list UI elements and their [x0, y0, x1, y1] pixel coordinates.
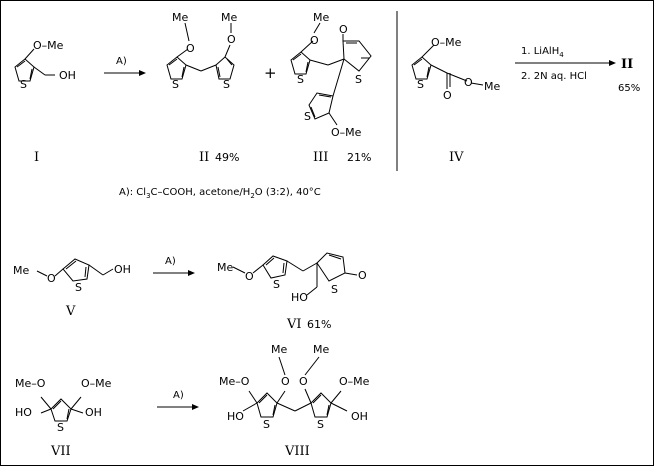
reaction-2-step-1: 1. LiAlH4 — [521, 46, 564, 59]
reaction-2-yield: 65% — [618, 83, 640, 94]
compound-VI-sulfur-1: S — [273, 278, 280, 291]
compound-II-methyl-2: Me — [221, 11, 237, 24]
compound-I-methoxy: O–Me — [33, 39, 64, 52]
compound-IV-methoxy: O–Me — [431, 36, 462, 49]
arrow-3-label: A) — [165, 256, 176, 267]
reaction-2-step-2: 2. 2N aq. HCl — [521, 71, 587, 82]
compound-V-oxygen: O — [47, 272, 56, 285]
compound-VIII-sulfur-2: S — [317, 418, 324, 431]
compound-VIII-sulfur-1: S — [263, 418, 270, 431]
compound-VIII-hydroxyl-1: HO — [227, 410, 244, 423]
compound-II-oxygen-2: O — [227, 33, 236, 46]
compound-II-yield: 49% — [215, 151, 239, 164]
compound-VIII-methoxy-2: O–Me — [339, 375, 370, 388]
reaction-2-product: II — [621, 57, 633, 72]
compound-II-sulfur-1: S — [172, 78, 179, 91]
compound-VIII-structure: Me Me Me–O O O O–Me HO OH S S — [219, 343, 370, 431]
plus-sign: + — [264, 64, 277, 82]
compound-VIII-methyl-2: Me — [313, 343, 329, 356]
compound-I-label: I — [34, 150, 39, 165]
compound-II-oxygen-1: O — [186, 42, 195, 55]
reaction-conditions: A): Cl3C–COOH, acetone/H2O (3:2), 40°C — [119, 187, 321, 200]
compound-VIII-label: VIII — [284, 444, 310, 459]
compound-III-structure: Me O O S S S O–Me — [290, 11, 372, 139]
compound-IV-sulfur: S — [417, 78, 424, 91]
compound-VII-methoxy-1: Me–O — [15, 377, 46, 390]
compound-VII-label: VII — [50, 444, 71, 459]
arrow-1-label: A) — [116, 56, 127, 67]
compound-III-methyl-1: Me — [313, 11, 329, 24]
compound-VII-methoxy-2: O–Me — [81, 377, 112, 390]
compound-VI-structure: Me O S S O HO — [217, 252, 367, 304]
compound-VI-label: VI — [286, 317, 302, 332]
compound-IV-carbonyl-oxygen: O — [443, 89, 452, 102]
reaction-arrow-4 — [157, 404, 199, 410]
compound-V-structure: Me O S OH — [13, 258, 131, 294]
compound-VI-sulfur-2: S — [331, 283, 338, 296]
compound-VII-hydroxyl-1: HO — [15, 406, 32, 419]
compound-IV-label: IV — [449, 150, 464, 165]
compound-VIII-methoxy-1: Me–O — [219, 375, 250, 388]
compound-VII-sulfur: S — [57, 421, 64, 434]
compound-V-sulfur: S — [75, 281, 82, 294]
compound-III-sulfur-3: S — [304, 110, 311, 123]
compound-II-structure: S S Me O Me O — [166, 11, 237, 91]
compound-III-yield: 21% — [347, 151, 371, 164]
compound-III-label: III — [313, 150, 328, 165]
compound-V-methyl: Me — [13, 264, 29, 277]
compound-III-methoxy-2: O–Me — [331, 126, 362, 139]
compound-III-sulfur-1: S — [297, 73, 304, 86]
compound-VIII-methyl-1: Me — [271, 343, 287, 356]
reaction-arrow-1 — [104, 70, 146, 76]
compound-VI-yield: 61% — [307, 318, 331, 331]
compound-I-sulfur: S — [20, 78, 27, 91]
compound-VIII-oxygen-1: O — [281, 375, 290, 388]
compound-II-sulfur-2: S — [223, 78, 230, 91]
compound-V-label: V — [65, 304, 76, 319]
compound-V-hydroxyl: OH — [114, 263, 131, 276]
compound-VIII-oxygen-2: O — [299, 375, 308, 388]
reaction-arrow-2 — [515, 60, 616, 66]
arrow-4-label: A) — [173, 390, 184, 401]
compound-IV-methyl: Me — [484, 80, 500, 93]
compound-IV-structure: S O–Me O O Me — [411, 36, 500, 102]
compound-IV-ester-oxygen: O — [464, 76, 473, 89]
compound-II-label: II — [199, 150, 209, 165]
compound-VII-structure: Me–O O–Me HO OH S — [15, 377, 112, 434]
compound-III-sulfur-2: S — [355, 73, 362, 86]
compound-II-methyl-1: Me — [172, 11, 188, 24]
compound-VI-oxygen: O — [245, 270, 254, 283]
compound-VI-hydroxyl: HO — [291, 291, 308, 304]
compound-VI-carbonyl-oxygen: O — [358, 269, 367, 282]
compound-I-structure: S O–Me OH — [14, 39, 76, 91]
compound-III-oxygen-1: O — [310, 34, 319, 47]
compound-VII-hydroxyl-2: OH — [85, 406, 102, 419]
compound-III-carbonyl-oxygen: O — [339, 23, 348, 36]
reaction-arrow-3 — [153, 270, 195, 276]
compound-I-hydroxyl: OH — [59, 69, 76, 82]
compound-VIII-hydroxyl-2: OH — [351, 410, 368, 423]
compound-VI-methyl: Me — [217, 261, 233, 274]
